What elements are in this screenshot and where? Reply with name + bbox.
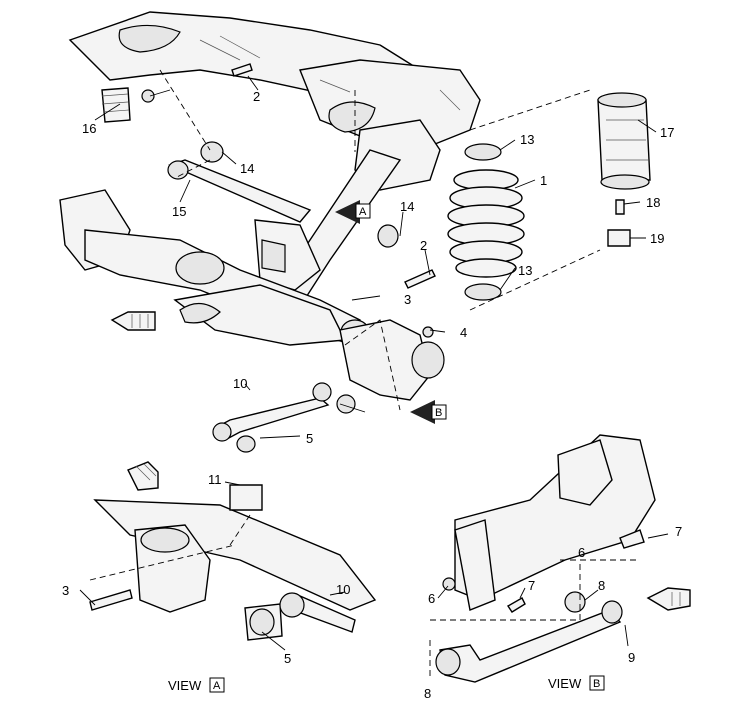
callout-8-lower: 8 <box>424 686 431 701</box>
callout-13-upper: 13 <box>520 132 534 147</box>
view-marker-a: A <box>355 203 371 219</box>
insulator-19 <box>607 229 631 247</box>
callout-13-lower: 13 <box>518 263 532 278</box>
frame-crossmember <box>68 11 481 191</box>
svg-text:B: B <box>593 678 600 690</box>
frame-rail <box>248 149 402 331</box>
callout-8-upper: 8 <box>598 578 605 593</box>
air-spring-17 <box>597 92 651 190</box>
view-a-title: VIEW A <box>168 677 225 693</box>
svg-text:VIEW: VIEW <box>168 678 202 693</box>
forward-arrow-icon <box>110 311 156 331</box>
callout-16: 16 <box>82 121 96 136</box>
bracket-3 <box>339 319 445 401</box>
callout-2-upper: 2 <box>253 89 260 104</box>
view-b-title: VIEW B <box>548 675 605 691</box>
callout-15: 15 <box>172 204 186 219</box>
callout-19: 19 <box>650 231 664 246</box>
callout-labels: 1 2 2 3 3 4 5 5 6 6 7 7 8 8 9 10 10 11 1… <box>62 89 682 701</box>
view-a-detail <box>79 461 377 651</box>
jounce-bumper-16 <box>101 87 155 123</box>
insulator-13-upper <box>464 143 502 161</box>
bolt-2-right <box>404 269 436 289</box>
callout-6-upper: 6 <box>578 545 585 560</box>
callout-5-view-a: 5 <box>284 651 291 666</box>
callout-6-lower: 6 <box>428 591 435 606</box>
control-arm-15 <box>167 159 312 223</box>
bushing-14-upper <box>200 141 224 163</box>
callout-17: 17 <box>660 125 674 140</box>
callout-1: 1 <box>540 173 547 188</box>
coil-spring-1 <box>447 169 525 278</box>
callout-4: 4 <box>460 325 467 340</box>
svg-text:VIEW: VIEW <box>548 676 582 691</box>
callout-11: 11 <box>208 472 222 487</box>
svg-text:B: B <box>435 407 442 419</box>
svg-text:A: A <box>359 206 367 218</box>
leader-lines <box>94 69 657 439</box>
view-b-detail <box>429 434 691 683</box>
bolt-2-upper <box>231 63 253 77</box>
view-arrow-b-icon <box>410 400 435 424</box>
bolt-18 <box>615 199 625 215</box>
view-marker-b: B <box>431 404 447 420</box>
bushing-14-lower <box>377 224 399 248</box>
svg-text:A: A <box>213 680 221 692</box>
callout-7-right: 7 <box>675 524 682 539</box>
callout-9: 9 <box>628 650 635 665</box>
trailing-arm-10 <box>212 382 356 453</box>
callout-3-view-a: 3 <box>62 583 69 598</box>
callout-10-view-a: 10 <box>336 582 350 597</box>
callout-5-main: 5 <box>306 431 313 446</box>
callout-14-lower: 14 <box>400 199 414 214</box>
view-arrow-a-icon <box>335 200 360 224</box>
callout-14-upper: 14 <box>240 161 254 176</box>
callout-10-main: 10 <box>233 376 247 391</box>
callout-7-mid: 7 <box>528 578 535 593</box>
insulator-13-lower <box>464 283 502 301</box>
callout-3-main: 3 <box>404 292 411 307</box>
callout-2-right: 2 <box>420 238 427 253</box>
callout-18: 18 <box>646 195 660 210</box>
